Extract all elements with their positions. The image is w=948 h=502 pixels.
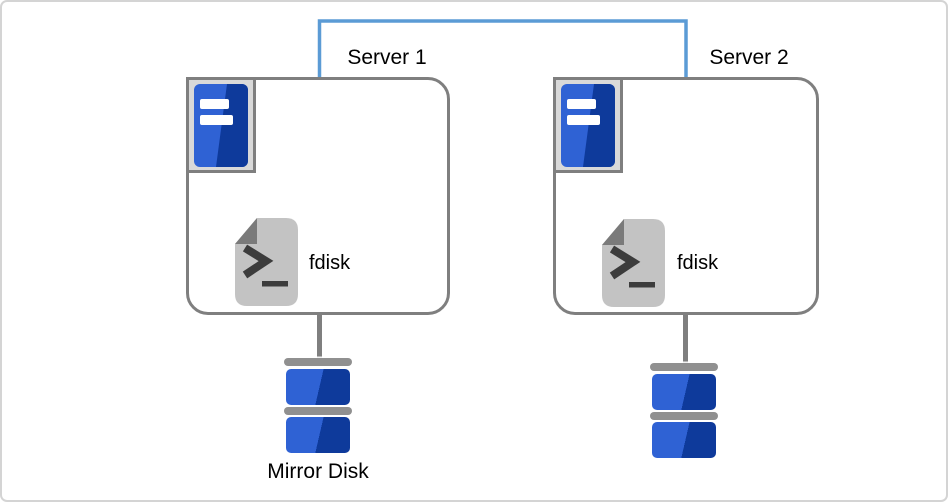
- disk-bar: [284, 358, 352, 366]
- disk-platter: [286, 417, 350, 453]
- server2-label: Server 2: [709, 46, 789, 69]
- server2-icon-tray: [553, 77, 623, 173]
- server-tower-icon: [194, 83, 248, 167]
- disk-bar: [284, 407, 352, 415]
- server1-tool-label: fdisk: [309, 252, 351, 274]
- mirror-disk-label: Mirror Disk: [267, 460, 369, 483]
- disk-bar: [650, 412, 718, 420]
- server1-disk-connector: [317, 314, 322, 360]
- prompt-underscore: [262, 281, 288, 287]
- terminal-file-icon: [602, 219, 665, 307]
- disk-platter: [652, 374, 716, 410]
- server1-icon-tray: [186, 77, 256, 173]
- server2-disk-connector: [683, 314, 688, 364]
- disk-bar: [650, 363, 718, 371]
- disk-platter: [652, 422, 716, 458]
- disk-platter: [286, 369, 350, 405]
- server2-tool-label: fdisk: [677, 252, 719, 274]
- prompt-underscore: [629, 282, 655, 288]
- disk-icon-server1: [284, 358, 352, 453]
- terminal-file-icon: [235, 218, 298, 306]
- disk-icon-server2: [650, 363, 718, 458]
- server-tower-icon: [561, 83, 615, 167]
- prompt-chevron: [242, 244, 274, 279]
- prompt-chevron: [609, 245, 641, 280]
- server1-label: Server 1: [347, 46, 427, 69]
